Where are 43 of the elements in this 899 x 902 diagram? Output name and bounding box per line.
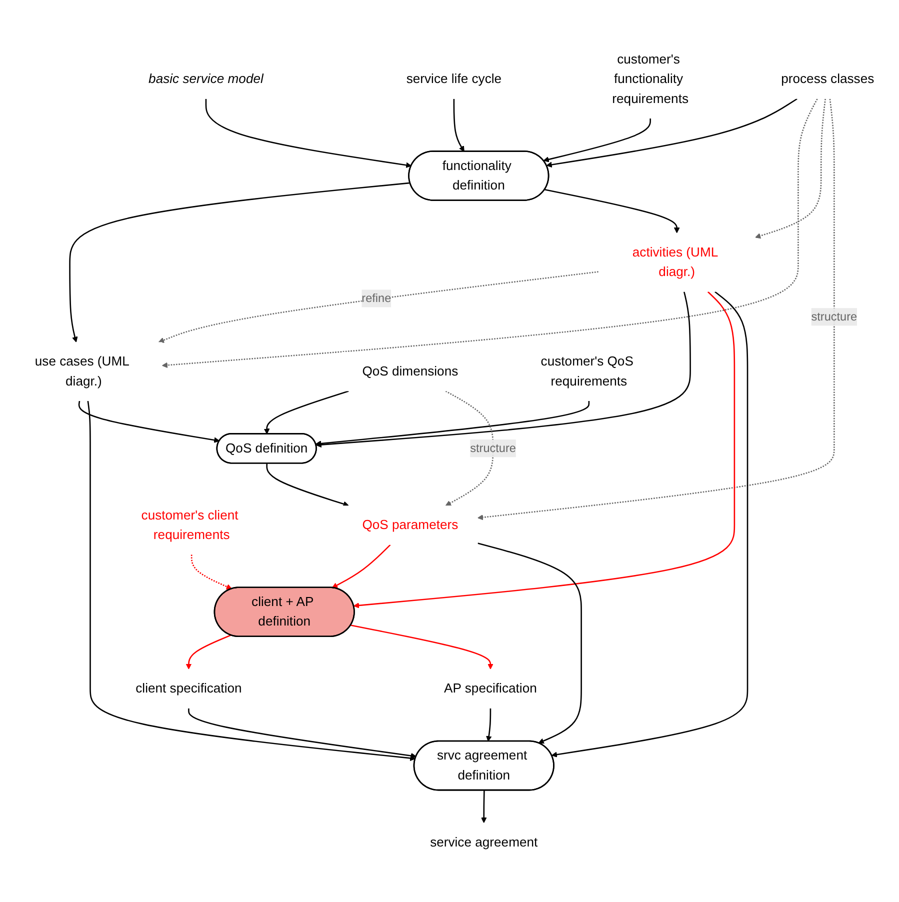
node-text: service agreement: [430, 835, 538, 850]
arrow: [78, 400, 220, 443]
node-text: basic service model: [148, 72, 264, 86]
arrow: [486, 708, 492, 742]
arrow: [353, 291, 736, 608]
arrow: [316, 400, 590, 446]
node-text: customer's QoS requirements: [540, 354, 634, 389]
arrow: [87, 400, 416, 762]
arrow: [453, 98, 464, 152]
arrow: [544, 188, 680, 234]
edge-label: structure: [470, 442, 516, 455]
node-text: QoS dimensions: [362, 364, 458, 379]
arrow: [266, 463, 349, 507]
arrow: [316, 292, 691, 448]
arrow: [445, 390, 494, 506]
node-text: QoS parameters: [362, 518, 458, 532]
arrow: [755, 98, 826, 239]
arrow: [546, 98, 798, 168]
edge-label: structure: [811, 310, 858, 324]
arrow: [69, 182, 410, 342]
node-text: client specification: [136, 682, 242, 696]
arrow: [478, 98, 835, 520]
edge-label: refine: [362, 292, 392, 305]
arrow: [158, 271, 598, 343]
arrow: [551, 291, 748, 758]
arrow: [350, 624, 494, 670]
node-text: activities (UML diagr.): [632, 245, 718, 280]
arrow: [264, 390, 349, 434]
arrow: [205, 98, 412, 168]
arrow: [332, 544, 391, 588]
arrow: [188, 708, 416, 759]
node-text: customer's client requirements: [141, 508, 238, 542]
arrow: [162, 98, 818, 368]
arrow: [478, 542, 582, 744]
node-text: AP specification: [444, 682, 537, 696]
node-text: process classes: [781, 72, 874, 86]
arrow: [190, 554, 232, 590]
arrow: [186, 634, 232, 670]
node-text: customer's functionality requirements: [612, 52, 688, 106]
arrow: [543, 118, 651, 162]
node-text: use cases (UML diagr.): [34, 354, 129, 389]
arrow: [481, 790, 487, 824]
node-text: service life cycle: [406, 72, 502, 86]
